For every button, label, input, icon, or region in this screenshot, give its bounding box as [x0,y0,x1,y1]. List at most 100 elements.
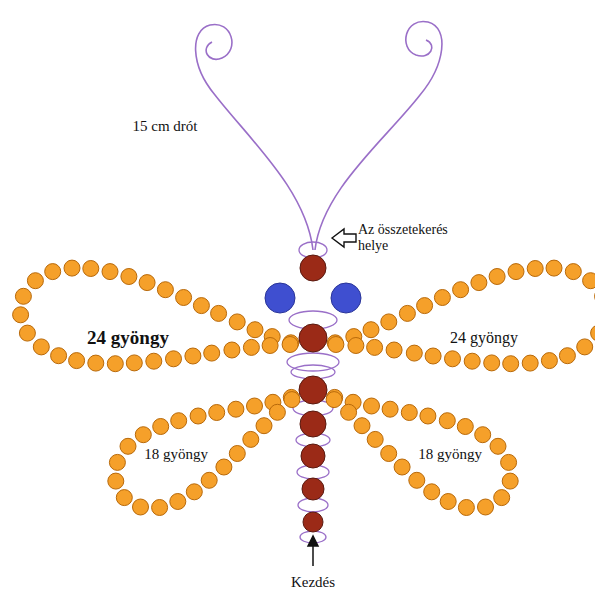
wing-bead [146,353,162,369]
wing-bead [434,290,450,306]
wing-bead [508,264,524,280]
body-bead [303,512,323,532]
twist-arrow [332,229,356,247]
wing-bead [247,398,263,414]
wing-bead [464,353,480,369]
wing-bead [51,348,67,364]
wing-bead [133,499,149,515]
wing-bead [591,325,595,341]
wire-length-label: 15 cm drót [133,118,198,135]
wing-bead [458,500,474,516]
wing-bead [363,322,379,338]
wing-bead [522,355,538,371]
wing-bead [367,431,383,447]
wing-bead [425,348,441,364]
wing-bead [102,264,118,280]
wing-bead [126,355,142,371]
wing-bead [484,355,500,371]
left-antenna [196,24,313,250]
wing-bead [108,473,124,489]
antenna-wires [196,21,442,250]
wing-bead [494,490,510,506]
wing-bead [27,273,43,289]
bead-count-label: 18 gyöngy [418,446,482,463]
wing-bead [204,345,220,361]
wing-bead [83,261,99,277]
wing-bead [243,431,259,447]
body-bead [299,324,327,352]
body-beads [265,255,361,532]
wing-bead [153,419,169,435]
wing-bead [424,484,440,500]
wing-bead [88,355,104,371]
wing-bead [490,438,506,454]
wing-bead [228,401,244,417]
wing-bead [420,408,436,424]
wing-bead [13,307,29,323]
bead-count-label: 24 gyöngy [87,327,169,349]
wing-bead [501,454,517,470]
bead-count-label: 18 gyöngy [144,446,208,463]
wing-bead [209,405,225,421]
wing-bead [45,264,61,280]
wing-bead [211,305,227,321]
wing-bead [386,342,402,358]
wing-bead [583,273,595,289]
wing-bead [107,356,123,372]
wing-bead [171,413,187,429]
wing-bead [186,484,202,500]
wing-bead [193,298,209,314]
wing-bead [120,438,136,454]
wing-bead [475,427,491,443]
wing-bead [489,269,505,285]
wing-bead [382,401,398,417]
wing-bead [166,351,182,367]
wing-bead [116,490,132,506]
wing-bead [527,261,543,277]
wing-bead [409,472,425,488]
start-arrow-head [308,536,318,546]
wing-bead [15,288,31,304]
wing-bead [256,418,272,434]
wing-bead [33,339,49,355]
wing-bead [282,337,298,353]
body-bead [301,444,325,468]
wing-bead [439,413,455,429]
wing-bead [503,356,519,372]
wing-bead [559,348,575,364]
wing-bead [170,494,186,510]
eye-bead [265,283,295,313]
wing-bead [417,298,433,314]
wing-bead [326,392,342,408]
bead-count-label: 24 gyöngy [450,329,518,347]
wing-bead [190,408,206,424]
wing-bead [577,339,593,355]
wing-bead [135,427,151,443]
wing-bead [381,446,397,462]
wing-bead [139,275,155,291]
wing-bead [546,260,562,276]
wing-bead [19,325,35,341]
head-bead [300,255,326,281]
wing-bead [406,345,422,361]
wing-bead [381,314,397,330]
wing-bead [64,260,80,276]
wing-bead [284,392,300,408]
wing-bead [269,404,285,420]
wing-bead [354,418,370,434]
wing-bead [201,472,217,488]
wing-bead [453,282,469,298]
wing-bead [367,339,383,355]
wing-bead [224,342,240,358]
wing-bead [457,419,473,435]
bead-wings [13,260,595,515]
wing-bead [364,398,380,414]
eye-bead [331,283,361,313]
wing-bead [471,275,487,291]
wing-bead [69,353,85,369]
wing-bead [243,339,259,355]
start-arrow [308,536,318,566]
body-bead [299,376,327,404]
